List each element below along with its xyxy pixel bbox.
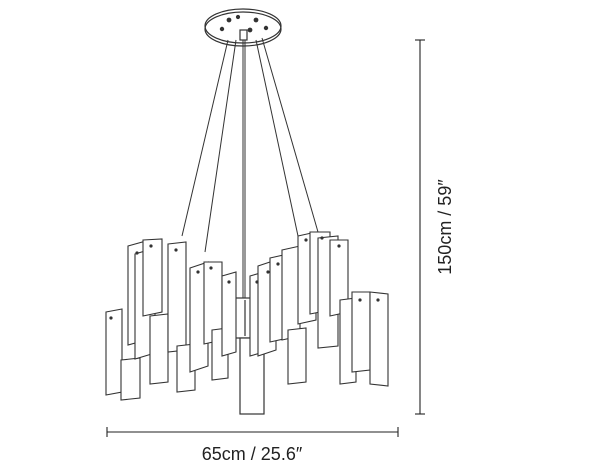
ceiling-canopy bbox=[204, 8, 282, 47]
height-label: 150cm / 59″ bbox=[435, 179, 455, 275]
width-label: 65cm / 25.6″ bbox=[202, 444, 303, 464]
height-dimension bbox=[415, 39, 425, 415]
glass-panels-left bbox=[105, 238, 237, 401]
panel-fixing-holes bbox=[109, 236, 380, 320]
glass-panels-right bbox=[249, 231, 389, 387]
width-dimension bbox=[106, 427, 399, 437]
suspension-wires bbox=[181, 37, 319, 300]
